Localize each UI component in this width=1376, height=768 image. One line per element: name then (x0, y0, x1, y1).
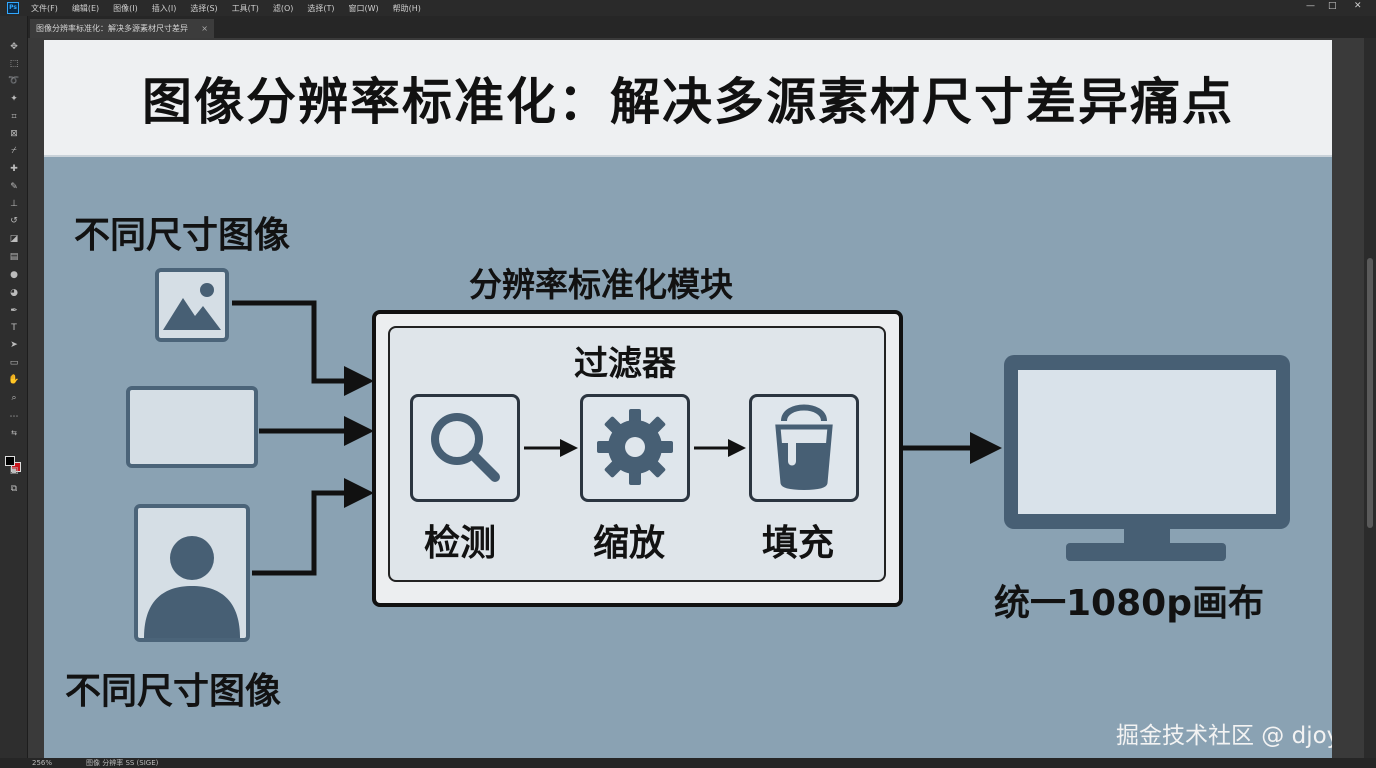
arrow-from-landscape (232, 300, 349, 384)
marquee-tool-icon[interactable]: ⬚ (9, 59, 19, 69)
menu-file[interactable]: 文件(F) (31, 3, 58, 13)
step-fill-label: 填充 (762, 523, 835, 564)
input-label-bottom: 不同尺寸图像 (65, 671, 282, 712)
tab-close-icon[interactable]: × (201, 24, 208, 33)
arrowhead-blank (344, 416, 374, 446)
arrow-from-portrait (252, 490, 349, 576)
minimize-button[interactable]: — (1306, 1, 1315, 11)
portrait-image-icon (134, 504, 250, 642)
crop-tool-icon[interactable]: ⌗ (11, 112, 17, 122)
step-fill-card (749, 394, 859, 502)
app-logo: Ps (7, 2, 19, 14)
landscape-image-icon (155, 268, 229, 342)
arrowhead-portrait (344, 478, 374, 508)
filter-title: 过滤器 (574, 344, 676, 384)
step-detect-card (410, 394, 520, 502)
menu-filter[interactable]: 滤(O) (272, 3, 294, 13)
close-window-button[interactable]: ✕ (1354, 1, 1362, 11)
gear-icon (597, 409, 673, 485)
slide-title: 图像分辨率标准化：解决多源素材尺寸差异痛点 (142, 72, 1234, 131)
swap-colors-icon[interactable]: ⇆ (11, 429, 17, 437)
path-select-tool-icon[interactable]: ➤ (10, 340, 18, 350)
foreground-color-swatch[interactable] (5, 456, 15, 466)
menu-select[interactable]: 选择(S) (190, 3, 218, 13)
background-color-swatch[interactable] (11, 462, 21, 472)
document-tab-title: 图像分辨率标准化：解决多源素材尺寸差异 (36, 24, 188, 33)
menu-tools[interactable]: 工具(T) (231, 3, 259, 13)
eraser-tool-icon[interactable]: ◪ (9, 234, 19, 244)
shape-tool-icon[interactable]: ▭ (9, 358, 19, 368)
gradient-tool-icon[interactable]: ▤ (9, 252, 19, 262)
arrowhead-output (970, 432, 1002, 464)
paint-bucket-icon (775, 404, 833, 490)
menu-image[interactable]: 图像(I) (113, 3, 138, 13)
move-tool-icon[interactable]: ✥ (10, 42, 18, 52)
scrollbar-thumb[interactable] (1367, 258, 1373, 528)
monitor-neck (1124, 529, 1170, 546)
quick-mask-icon[interactable]: ▣ (9, 466, 19, 476)
arrowhead-detect-to-scale (560, 439, 578, 457)
vertical-scrollbar[interactable] (1364, 38, 1376, 758)
menu-edit[interactable]: 编辑(E) (71, 3, 100, 13)
more-tools-icon[interactable]: ⋯ (9, 412, 19, 422)
arrowhead-landscape (344, 366, 374, 396)
blank-image-icon (126, 386, 258, 468)
menu-select-2[interactable]: 选择(T) (307, 3, 335, 13)
zoom-readout[interactable]: 256% (32, 759, 53, 767)
pen-tool-icon[interactable]: ✒ (10, 306, 18, 316)
step-detect-label: 检测 (424, 523, 497, 564)
menu-insert[interactable]: 插入(I) (151, 3, 177, 13)
monitor-screen (1018, 370, 1276, 514)
frame-tool-icon[interactable]: ⊠ (10, 129, 18, 139)
menu-window[interactable]: 窗口(W) (348, 3, 379, 13)
title-band: 图像分辨率标准化：解决多源素材尺寸差异痛点 (44, 40, 1332, 157)
status-bar: 256% 图像 分辨率 SS (SIGE) (0, 758, 1376, 768)
document-info[interactable]: 图像 分辨率 SS (SIGE) (86, 759, 159, 767)
monitor-stand (1066, 543, 1226, 561)
brush-tool-icon[interactable]: ✎ (10, 182, 18, 192)
eyedropper-tool-icon[interactable]: ⌿ (11, 146, 17, 156)
stamp-tool-icon[interactable]: ⊥ (10, 199, 18, 209)
step-scale-card (580, 394, 690, 502)
history-brush-tool-icon[interactable]: ↺ (10, 216, 18, 226)
magnifier-icon (431, 413, 500, 482)
artboard[interactable]: 图像分辨率标准化：解决多源素材尺寸差异痛点 不同尺寸图像 不同尺寸图像 分辨率标… (44, 40, 1332, 758)
menu-help[interactable]: 帮助(H) (392, 3, 421, 13)
screen-mode-icon[interactable]: ⧉ (10, 484, 18, 494)
maximize-button[interactable]: □ (1328, 1, 1337, 11)
document-tab[interactable]: 图像分辨率标准化：解决多源素材尺寸差异 × (30, 19, 214, 38)
person-icon (144, 536, 240, 638)
blur-tool-icon[interactable]: ● (10, 270, 18, 280)
arrowhead-scale-to-fill (728, 439, 746, 457)
hand-tool-icon[interactable]: ✋ (8, 375, 20, 385)
magic-wand-tool-icon[interactable]: ✦ (10, 94, 18, 104)
menu-bar: Ps 文件(F) 编辑(E) 图像(I) 插入(I) 选择(S) 工具(T) 滤… (0, 0, 1376, 16)
lasso-tool-icon[interactable]: ➰ (8, 76, 20, 86)
dodge-tool-icon[interactable]: ◕ (10, 288, 18, 298)
landscape-image-glyph (163, 283, 221, 330)
healing-tool-icon[interactable]: ✚ (10, 164, 18, 174)
tools-panel: ✥ ⬚ ➰ ✦ ⌗ ⊠ ⌿ ✚ ✎ ⊥ ↺ ◪ ▤ ● ◕ ✒ T ➤ ▭ ✋ … (0, 16, 28, 758)
input-label-top: 不同尺寸图像 (74, 215, 291, 256)
type-tool-icon[interactable]: T (11, 323, 17, 333)
module-title: 分辨率标准化模块 (469, 265, 733, 304)
output-label: 统一1080p画布 (994, 583, 1264, 624)
flow-arrows (232, 300, 1002, 576)
zoom-tool-icon[interactable]: ⌕ (11, 393, 17, 403)
step-scale-label: 缩放 (593, 523, 666, 564)
document-tab-bar: 图像分辨率标准化：解决多源素材尺寸差异 × (28, 16, 1376, 38)
watermark: 掘金技术社区 @ djoy (1116, 723, 1332, 749)
